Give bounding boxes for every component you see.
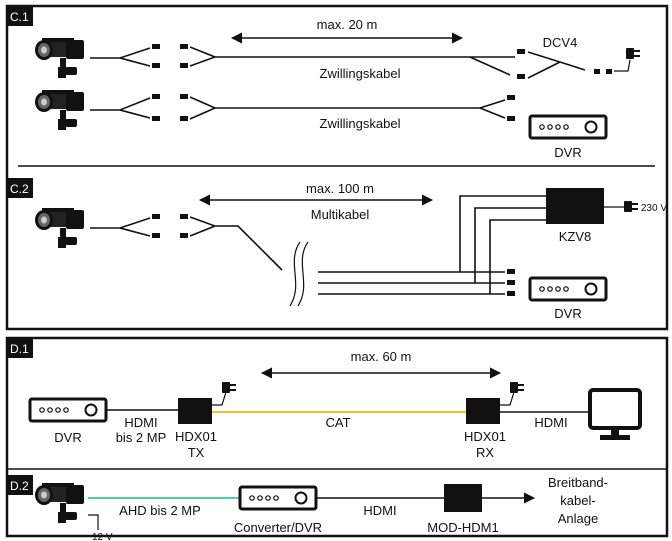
- rx-label: HDX01: [464, 429, 506, 444]
- section-tag-d2: D.2: [10, 479, 29, 493]
- c1-dvr-label: DVR: [554, 145, 581, 160]
- mains-label: 230 V: [641, 203, 667, 214]
- dvr-icon: [528, 114, 608, 140]
- panel-d-frame: [5, 336, 669, 538]
- power-label: 12 V: [92, 532, 113, 541]
- c2-max-length: max. 100 m: [306, 181, 374, 196]
- d2-hdmi-label: HDMI: [363, 503, 396, 518]
- camera-3-leads: [90, 195, 638, 307]
- target-label: Anlage: [558, 511, 598, 526]
- camera-icon: [35, 38, 84, 78]
- rx-sub-label: RX: [476, 445, 494, 460]
- d1-hdmi-right-label: HDMI: [534, 415, 567, 430]
- tx-label: HDX01: [175, 429, 217, 444]
- tx-sub-label: TX: [188, 445, 205, 460]
- c1-cable-label: Zwillingskabel: [320, 116, 401, 131]
- c1-adapter-label: DCV4: [543, 35, 578, 50]
- monitor-icon: [588, 388, 642, 440]
- converter-label: Converter/DVR: [234, 520, 322, 535]
- camera-icon: [35, 208, 84, 248]
- section-tag-bg: [7, 6, 33, 26]
- plug-icon: [510, 382, 524, 393]
- d1-dvr-label: DVR: [54, 430, 81, 445]
- c2-cable-label: Multikabel: [311, 207, 370, 222]
- kzv8-box: [546, 188, 604, 224]
- rx-power-lead: [500, 391, 515, 406]
- section-tag-d1: D.1: [10, 342, 29, 356]
- c2-dvr-label: DVR: [554, 306, 581, 321]
- section-tag-bg: [7, 178, 33, 198]
- dvr-icon: [28, 397, 108, 423]
- ahd-label: AHD bis 2 MP: [119, 503, 201, 518]
- d1-max-length: max. 60 m: [351, 349, 412, 364]
- camera-icon: [35, 90, 84, 130]
- camera-icon: [35, 483, 84, 523]
- target-label: kabel-: [560, 493, 595, 508]
- d1-hdmi-label: HDMI: [124, 415, 157, 430]
- camera-power-lead: [88, 514, 99, 530]
- panel-c-frame: [5, 4, 669, 331]
- section-tag-bg: [7, 338, 33, 358]
- section-tag-c2: C.2: [10, 182, 29, 196]
- modulator-label: MOD-HDM1: [427, 520, 499, 535]
- plug-icon: [222, 382, 236, 393]
- kzv8-label: KZV8: [559, 229, 592, 244]
- tx-power-lead: [212, 391, 227, 406]
- d1-hdmi-res-label: bis 2 MP: [116, 430, 167, 445]
- dvr-icon: [528, 276, 608, 302]
- hdx01-rx-box: [466, 398, 500, 424]
- target-label: Breitband-: [548, 475, 608, 490]
- cat-label: CAT: [325, 415, 350, 430]
- mod-hdm1-box: [444, 484, 482, 512]
- camera-2-leads: [90, 56, 515, 121]
- hdx01-tx-box: [178, 398, 212, 424]
- section-tag-bg: [7, 475, 33, 495]
- c1-cable-label: Zwillingskabel: [320, 66, 401, 81]
- converter-icon: [238, 485, 318, 511]
- section-tag-c1: C.1: [10, 10, 29, 24]
- c1-max-length: max. 20 m: [317, 17, 378, 32]
